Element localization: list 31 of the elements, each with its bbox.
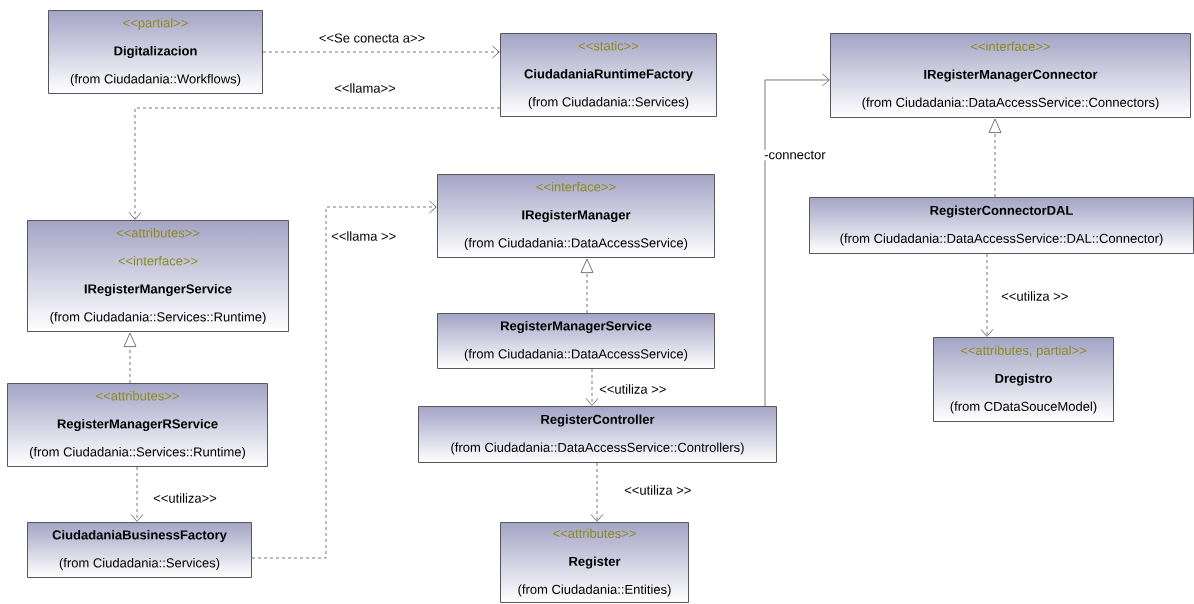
class-box: <<attributes>> RegisterManagerRService (from Ciudadania::Services::Runtime) [7,383,268,467]
class-box: RegisterConnectorDAL (from Ciudadania::DataAccessService::DAL::Connector) [809,197,1194,254]
class-box: <<attributes>> <<interface>> IRegisterMangerService (from Ciudadania::Services::Runtime) [27,220,289,332]
dependency-arrow [251,200,437,559]
class-box: <<partial>> Digitalizacion (from Ciudadania::Workflows) [48,10,263,94]
edge-label: <<utiliza >> [598,383,668,395]
class-box: <<interface>> IRegisterManager (from Ciudadania::DataAccessService) [437,174,715,258]
realization-arrow [988,118,1002,198]
edge-label: <<utiliza >> [1000,290,1070,302]
edge-label: <<utiliza>> [152,492,218,504]
class-box: <<attributes>> Register (from Ciudadania::Entities) [500,522,689,603]
class-box: <<attributes, partial>> Dregistro (from CDataSouceModel) [933,337,1114,422]
class-box: <<interface>> IRegisterManagerConnector (from Ciudadania::DataAccessService::Connectors) [830,33,1191,118]
realization-arrow [123,332,137,384]
dependency-arrow [590,462,604,522]
class-box: RegisterController (from Ciudadania::DataAccessService::Controllers) [418,406,777,463]
class-box: CiudadaniaBusinessFactory (from Ciudadania::Services) [27,522,252,578]
dependency-arrow [262,45,500,59]
realization-arrow [580,258,594,314]
edge-label: <<utiliza >> [623,484,693,496]
dependency-arrow [128,107,501,220]
edge-label: <<Se conecta a>> [317,32,427,44]
edge-label: <<llama >> [330,230,398,242]
edge-label: <<llama>> [333,82,397,94]
dependency-arrow [585,368,599,406]
dependency-arrow [764,73,830,407]
dependency-arrow [130,466,144,522]
class-box: RegisterManagerService (from Ciudadania::DataAccessService) [437,313,715,369]
edge-label: -connector [763,149,827,161]
dependency-arrow [980,253,994,337]
class-box: <<static>> CiudadaniaRuntimeFactory (from Ciudadania::Services) [500,33,717,117]
